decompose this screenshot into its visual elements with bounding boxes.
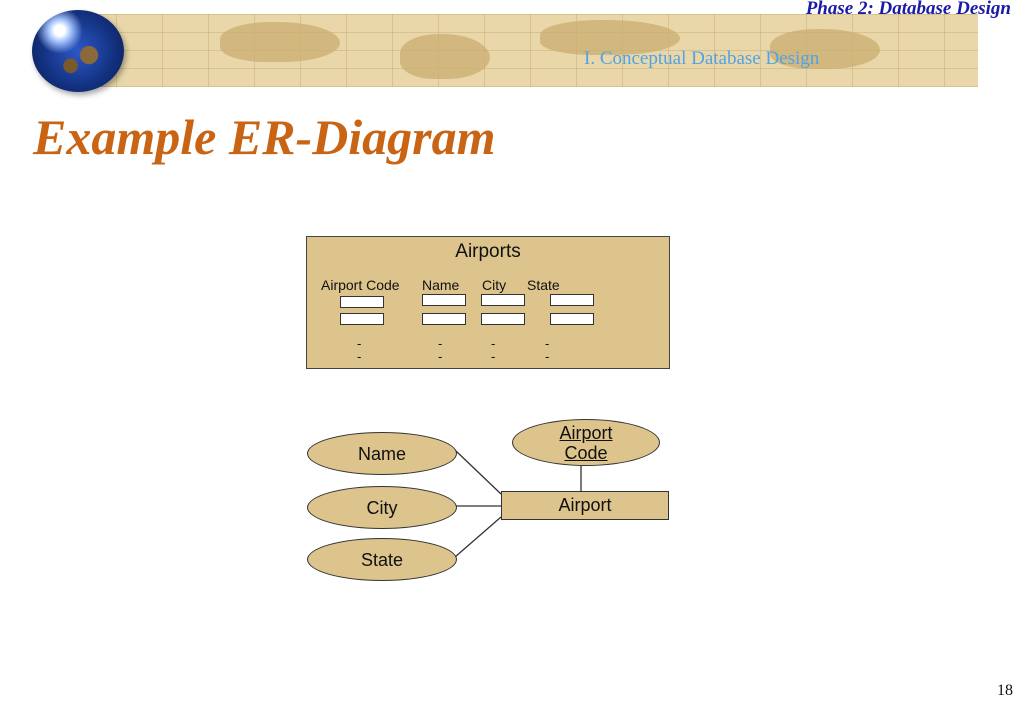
- phase-title: Phase 2: Database Design: [805, 0, 1011, 19]
- slide-title: Example ER-Diagram: [33, 109, 496, 165]
- table-cell: [550, 294, 594, 306]
- table-cell: [340, 296, 384, 308]
- attribute-label: State: [360, 549, 404, 570]
- ellipsis-dash: -: [491, 336, 496, 351]
- entity-label: Airport: [558, 495, 612, 515]
- ellipsis-dash: -: [438, 336, 443, 351]
- column-header: City: [482, 277, 507, 293]
- table-cell: [340, 313, 384, 325]
- table-cell: [422, 294, 466, 306]
- attribute-label: City: [366, 497, 398, 518]
- connector-state-entity: [454, 516, 502, 558]
- ellipsis-dash: -: [491, 349, 496, 364]
- attribute-name: Name: [307, 432, 457, 475]
- banner-map-land: [220, 22, 340, 62]
- ellipsis-dash: -: [545, 349, 550, 364]
- ellipsis-dash: -: [438, 349, 443, 364]
- header-banner: I. Conceptual Database Design: [70, 14, 978, 87]
- key-attribute-airport-code: Airport Code: [512, 419, 660, 466]
- column-header: State: [527, 277, 560, 293]
- table-cell: [481, 294, 525, 306]
- column-header: Airport Code: [321, 277, 400, 293]
- ellipsis-dash: -: [545, 336, 550, 351]
- ellipsis-dash: -: [357, 336, 362, 351]
- entity-airport: Airport: [501, 491, 669, 520]
- table-cell: [422, 313, 466, 325]
- key-attribute-label: Airport: [559, 422, 613, 443]
- airports-table: Airports Airport Code Name City State - …: [306, 236, 670, 369]
- subsection-title: I. Conceptual Database Design: [584, 48, 820, 69]
- key-attribute-label: Code: [564, 442, 608, 463]
- column-header: Name: [422, 277, 460, 293]
- attribute-label: Name: [357, 443, 406, 464]
- ellipsis-dash: -: [357, 349, 362, 364]
- banner-map-land: [540, 20, 680, 55]
- banner-map-land: [400, 34, 490, 79]
- globe-logo: [32, 10, 124, 92]
- banner-map-land: [770, 29, 880, 69]
- page-number: 18: [997, 682, 1013, 699]
- connector-name-entity: [455, 450, 502, 495]
- table-title: Airports: [455, 241, 521, 262]
- table-cell: [550, 313, 594, 325]
- table-cell: [481, 313, 525, 325]
- attribute-city: City: [307, 486, 457, 529]
- attribute-state: State: [307, 538, 457, 581]
